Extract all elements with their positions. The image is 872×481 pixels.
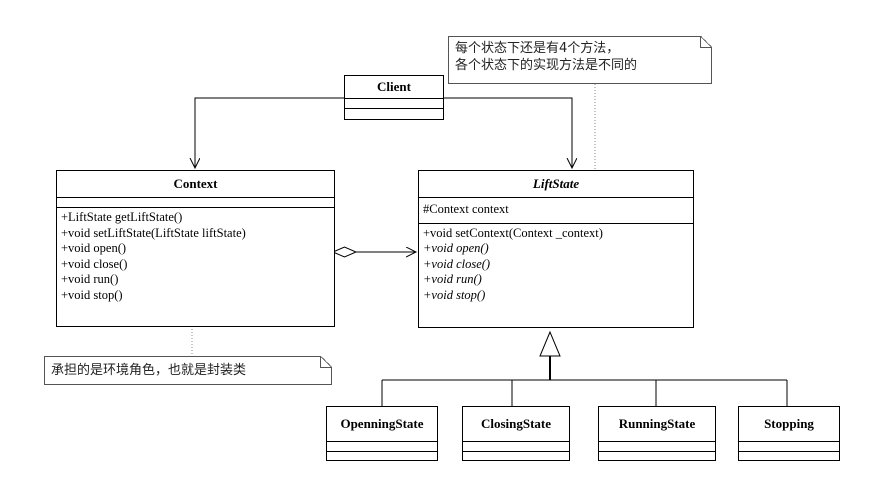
openning-state-methods: [327, 452, 437, 460]
liftstate-class-name: LiftState: [419, 171, 693, 198]
running-state-methods: [599, 452, 715, 460]
client-attributes: [345, 99, 443, 109]
note-top-line: 每个状态下还是有4个方法，: [455, 41, 620, 56]
liftstate-method: +void run(): [423, 272, 482, 286]
closing-state-attributes: [463, 442, 569, 452]
context-method: +void stop(): [61, 287, 123, 302]
running-state-class-name: RunningState: [599, 407, 715, 442]
client-methods: [345, 109, 443, 119]
context-method: +void run(): [61, 272, 119, 286]
liftstate-attribute: #Context context: [423, 202, 509, 216]
association-client-liftstate: [444, 97, 572, 168]
note-fold-corner: [700, 36, 712, 48]
context-method: +LiftState getLiftState(): [61, 210, 183, 224]
liftstate-method: +void close(): [423, 256, 491, 271]
stopping-class[interactable]: Stopping: [738, 406, 840, 461]
generalization-triangle: [539, 330, 561, 357]
stopping-class-name: Stopping: [739, 407, 839, 442]
liftstate-method: +void setContext(Context _context): [423, 225, 603, 240]
client-class[interactable]: Client: [344, 75, 444, 120]
closing-state-class-name: ClosingState: [463, 407, 569, 442]
note-fold-corner: [320, 356, 332, 368]
context-class-name: Context: [57, 171, 334, 198]
context-method: +void setLiftState(LiftState liftState): [61, 225, 246, 240]
context-methods: +LiftState getLiftState() +void setLiftS…: [57, 208, 334, 305]
closing-state-methods: [463, 452, 569, 460]
liftstate-methods: +void setContext(Context _context) +void…: [419, 224, 693, 306]
liftstate-class[interactable]: LiftState #Context context +void setCont…: [418, 170, 694, 328]
openning-state-class-name: OpenningState: [327, 407, 437, 442]
stopping-attributes: [739, 442, 839, 452]
client-class-name: Client: [345, 76, 443, 99]
liftstate-method: +void stop(): [423, 287, 486, 302]
openning-state-attributes: [327, 442, 437, 452]
note-bottom[interactable]: 承担的是环境角色，也就是封装类: [44, 356, 332, 385]
note-top-line: 各个状态下的实现方法是不同的: [455, 58, 638, 73]
liftstate-attributes: #Context context: [419, 198, 693, 224]
aggregation-diamond: [331, 246, 358, 258]
closing-state-class[interactable]: ClosingState: [462, 406, 570, 461]
context-method: +void open(): [61, 241, 127, 255]
stopping-methods: [739, 452, 839, 460]
context-class[interactable]: Context +LiftState getLiftState() +void …: [56, 170, 335, 327]
openning-state-class[interactable]: OpenningState: [326, 406, 438, 461]
context-method: +void close(): [61, 256, 128, 271]
liftstate-method: +void open(): [423, 241, 489, 255]
context-attributes: [57, 198, 334, 208]
running-state-attributes: [599, 442, 715, 452]
running-state-class[interactable]: RunningState: [598, 406, 716, 461]
association-client-context: [195, 97, 344, 168]
note-top[interactable]: 每个状态下还是有4个方法， 各个状态下的实现方法是不同的: [448, 36, 712, 84]
note-bottom-line: 承担的是环境角色，也就是封装类: [51, 363, 247, 378]
